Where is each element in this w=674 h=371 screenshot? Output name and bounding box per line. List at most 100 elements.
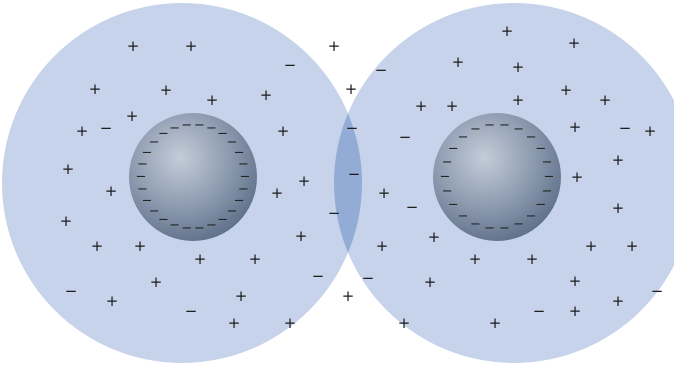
positive-ion: + <box>398 314 411 332</box>
positive-ion: + <box>277 122 290 140</box>
overlap-positive-ion: + <box>328 37 341 55</box>
positive-ion: + <box>599 91 612 109</box>
positive-ion: + <box>271 184 284 202</box>
right-surface-negative-charge: − <box>457 130 468 145</box>
overlap-negative-ion: − <box>328 204 341 222</box>
positive-ion: + <box>105 182 118 200</box>
right-particle-core <box>433 113 561 241</box>
right-surface-negative-charge: − <box>541 155 552 170</box>
positive-ion: + <box>452 53 465 71</box>
positive-ion: + <box>106 292 119 310</box>
right-surface-negative-charge: − <box>442 155 453 170</box>
positive-ion: + <box>150 273 163 291</box>
right-surface-negative-charge: − <box>470 217 481 232</box>
right-surface-negative-charge: − <box>440 170 451 185</box>
right-surface-negative-charge: − <box>457 209 468 224</box>
positive-ion: + <box>526 250 539 268</box>
positive-ion: + <box>194 250 207 268</box>
positive-ion: + <box>469 250 482 268</box>
positive-ion: + <box>76 122 89 140</box>
positive-ion: + <box>235 287 248 305</box>
left-surface-negative-charge: − <box>194 221 205 236</box>
positive-ion: + <box>569 118 582 136</box>
right-surface-negative-charge: − <box>513 217 524 232</box>
negative-ion: − <box>65 282 78 300</box>
left-surface-negative-charge: − <box>194 118 205 133</box>
positive-ion: + <box>376 237 389 255</box>
positive-ion: + <box>512 91 525 109</box>
left-surface-negative-charge: − <box>238 157 249 172</box>
positive-ion: + <box>560 81 573 99</box>
right-surface-negative-charge: − <box>535 198 546 213</box>
right-surface-negative-charge: − <box>470 122 481 137</box>
negative-ion: − <box>100 119 113 137</box>
positive-ion: + <box>127 37 140 55</box>
positive-ion: + <box>206 91 219 109</box>
positive-ion: + <box>612 151 625 169</box>
positive-ion: + <box>501 22 514 40</box>
positive-ion: + <box>134 237 147 255</box>
positive-ion: + <box>568 34 581 52</box>
positive-ion: + <box>428 228 441 246</box>
negative-ion: − <box>533 302 546 320</box>
negative-ion: − <box>651 282 664 300</box>
positive-ion: + <box>126 107 139 125</box>
negative-ion: − <box>619 119 632 137</box>
positive-ion: + <box>295 227 308 245</box>
positive-ion: + <box>91 237 104 255</box>
left-surface-negative-charge: − <box>169 218 180 233</box>
positive-ion: + <box>571 168 584 186</box>
positive-ion: + <box>298 172 311 190</box>
left-surface-negative-charge: − <box>181 221 192 236</box>
positive-ion: + <box>512 58 525 76</box>
positive-ion: + <box>160 81 173 99</box>
negative-ion: − <box>399 128 412 146</box>
right-surface-negative-charge: − <box>442 184 453 199</box>
left-surface-negative-charge: − <box>158 127 169 142</box>
positive-ion: + <box>185 37 198 55</box>
positive-ion: + <box>228 314 241 332</box>
left-surface-negative-charge: − <box>206 121 217 136</box>
positive-ion: + <box>612 292 625 310</box>
positive-ion: + <box>249 250 262 268</box>
overlap-negative-ion: − <box>346 119 359 137</box>
left-surface-negative-charge: − <box>206 218 217 233</box>
positive-ion: + <box>284 314 297 332</box>
positive-ion: + <box>89 80 102 98</box>
positive-ion: + <box>489 314 502 332</box>
right-surface-negative-charge: − <box>484 118 495 133</box>
positive-ion: + <box>569 302 582 320</box>
overlap-negative-ion: − <box>362 269 375 287</box>
right-surface-negative-charge: − <box>513 122 524 137</box>
right-surface-negative-charge: − <box>499 118 510 133</box>
left-surface-negative-charge: − <box>217 212 228 227</box>
positive-ion: + <box>62 160 75 178</box>
overlap-positive-ion: + <box>345 80 358 98</box>
positive-ion: + <box>415 97 428 115</box>
negative-ion: − <box>375 61 388 79</box>
left-surface-negative-charge: − <box>226 204 237 219</box>
right-surface-negative-charge: − <box>526 209 537 224</box>
right-surface-negative-charge: − <box>448 198 459 213</box>
overlap-negative-ion: − <box>312 267 325 285</box>
positive-ion: + <box>378 184 391 202</box>
negative-ion: − <box>185 302 198 320</box>
positive-ion: + <box>612 199 625 217</box>
overlap-negative-ion: − <box>348 165 361 183</box>
left-surface-negative-charge: − <box>169 121 180 136</box>
positive-ion: + <box>626 237 639 255</box>
right-surface-negative-charge: − <box>544 170 555 185</box>
positive-ion: + <box>260 86 273 104</box>
negative-ion: − <box>284 56 297 74</box>
positive-ion: + <box>446 97 459 115</box>
left-surface-negative-charge: − <box>158 212 169 227</box>
right-surface-negative-charge: − <box>484 221 495 236</box>
left-surface-negative-charge: − <box>181 118 192 133</box>
negative-ion: − <box>406 198 419 216</box>
positive-ion: + <box>60 212 73 230</box>
positive-ion: + <box>569 272 582 290</box>
positive-ion: + <box>644 122 657 140</box>
right-surface-negative-charge: − <box>499 221 510 236</box>
positive-ion: + <box>424 273 437 291</box>
